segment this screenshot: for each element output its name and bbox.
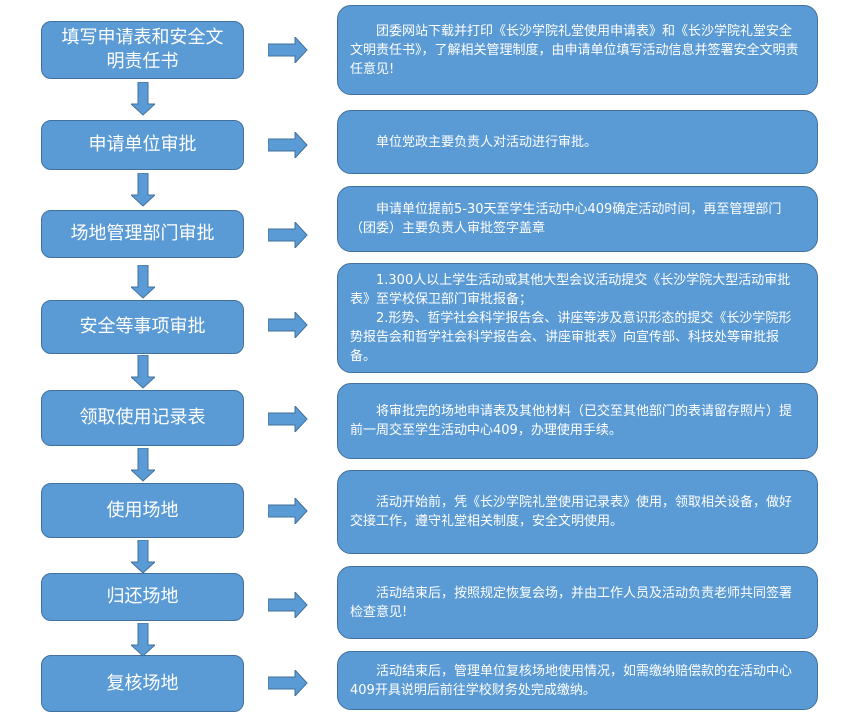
- step-description: 活动开始前，凭《长沙学院礼堂使用记录表》使用，领取相关设备，做好交接工作，遵守礼…: [350, 495, 793, 529]
- description-box-venue-dept-approval: 申请单位提前5-30天至学生活动中心409确定活动时间，再至管理部门（团委）主要…: [337, 186, 818, 252]
- step-description: 团委网站下载并打印《长沙学院礼堂使用申请表》和《长沙学院礼堂安全文明责任书》，了…: [350, 23, 799, 77]
- description-box-use-venue: 活动开始前，凭《长沙学院礼堂使用记录表》使用，领取相关设备，做好交接工作，遵守礼…: [337, 470, 818, 554]
- step-title: 安全等事项审批: [79, 316, 206, 337]
- step-description: 活动结束后，管理单位复核场地使用情况，如需缴纳赔偿款的在活动中心409开具说明后…: [350, 663, 793, 698]
- right-arrow-icon: [268, 592, 308, 618]
- right-arrow-icon: [268, 498, 308, 524]
- down-arrow-icon: [131, 82, 155, 116]
- right-arrow-icon: [268, 222, 308, 248]
- description-box-safety-approval: 1.300人以上学生活动或其他大型会议活动提交《长沙学院大型活动审批表》至学校保…: [337, 263, 818, 373]
- step-title: 归还场地: [106, 586, 179, 607]
- step-title: 申请单位审批: [88, 134, 197, 155]
- step-box-review-venue: 复核场地: [41, 655, 244, 712]
- right-arrow-icon: [268, 406, 308, 432]
- step-box-use-venue: 使用场地: [41, 483, 244, 538]
- step-description: 1.300人以上学生活动或其他大型会议活动提交《长沙学院大型活动审批表》至学校保…: [350, 272, 792, 364]
- step-box-venue-dept-approval: 场地管理部门审批: [41, 210, 244, 258]
- step-description: 活动结束后，按照规定恢复会场，并由工作人员及活动负责老师共同签署检查意见!: [350, 585, 793, 620]
- down-arrow-icon: [131, 173, 155, 207]
- step-title: 场地管理部门审批: [70, 223, 215, 244]
- description-box-get-record-form: 将审批完的场地申请表及其他材料（已交至其他部门的表请留存照片）提前一周交至学生活…: [337, 383, 818, 459]
- step-title: 填写申请表和安全文明责任书: [61, 27, 224, 72]
- description-box-unit-approval: 单位党政主要负责人对活动进行审批。: [337, 110, 818, 174]
- step-title: 领取使用记录表: [79, 407, 206, 428]
- description-box-fill-form: 团委网站下载并打印《长沙学院礼堂使用申请表》和《长沙学院礼堂安全文明责任书》，了…: [337, 5, 818, 95]
- step-box-fill-form: 填写申请表和安全文明责任书: [41, 21, 244, 79]
- step-box-return-venue: 归还场地: [41, 573, 244, 621]
- step-description: 将审批完的场地申请表及其他材料（已交至其他部门的表请留存照片）提前一周交至学生活…: [350, 404, 793, 438]
- description-box-return-venue: 活动结束后，按照规定恢复会场，并由工作人员及活动负责老师共同签署检查意见!: [337, 566, 818, 639]
- description-box-review-venue: 活动结束后，管理单位复核场地使用情况，如需缴纳赔偿款的在活动中心409开具说明后…: [337, 651, 818, 710]
- step-title: 复核场地: [106, 672, 179, 694]
- step-box-unit-approval: 申请单位审批: [41, 120, 244, 170]
- down-arrow-icon: [131, 448, 155, 482]
- down-arrow-icon: [131, 355, 155, 389]
- right-arrow-icon: [268, 37, 308, 63]
- right-arrow-icon: [268, 312, 308, 338]
- step-box-get-record-form: 领取使用记录表: [41, 390, 244, 446]
- down-arrow-icon: [131, 623, 155, 657]
- step-title: 使用场地: [106, 499, 179, 521]
- step-description: 申请单位提前5-30天至学生活动中心409确定活动时间，再至管理部门（团委）主要…: [350, 202, 782, 236]
- down-arrow-icon: [131, 540, 155, 574]
- step-box-safety-approval: 安全等事项审批: [41, 300, 244, 354]
- right-arrow-icon: [268, 132, 308, 158]
- right-arrow-icon: [268, 670, 308, 696]
- step-description: 单位党政主要负责人对活动进行审批。: [350, 134, 598, 150]
- down-arrow-icon: [131, 265, 155, 299]
